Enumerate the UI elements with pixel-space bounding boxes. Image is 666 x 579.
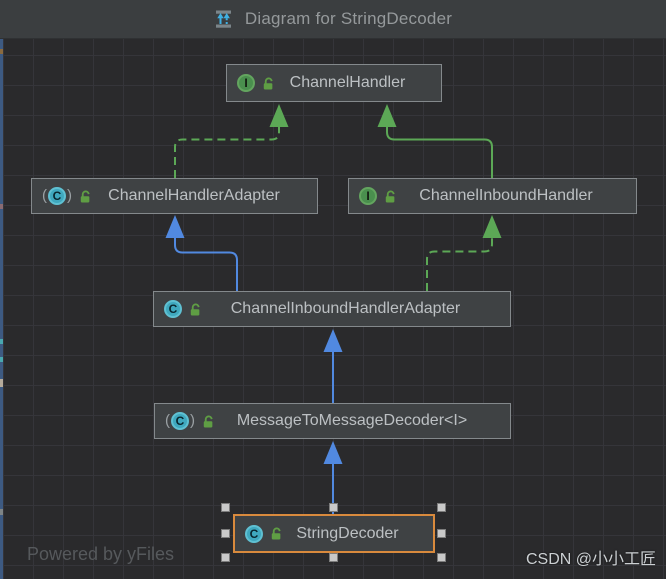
node-icon-group: ( C ) xyxy=(42,187,93,205)
interface-icon: I xyxy=(237,74,255,92)
unlocked-padlock-icon xyxy=(80,190,90,202)
abstract-paren: ( xyxy=(42,187,47,204)
node-icon-group: C xyxy=(164,300,203,318)
selection-handle-bottom-center[interactable] xyxy=(329,553,338,562)
node-label: MessageToMessageDecoder<I> xyxy=(236,412,468,429)
node-label: ChannelHandlerAdapter xyxy=(108,187,280,204)
selection-handle-bottom-left[interactable] xyxy=(221,553,230,562)
left-marker-stripe xyxy=(0,39,3,579)
class-icon-letter: C xyxy=(245,524,263,543)
edge-line xyxy=(174,127,280,178)
selection-handle-top-center[interactable] xyxy=(329,503,338,512)
abstract-class-icon: ( C ) xyxy=(165,412,195,430)
edge-line xyxy=(426,238,493,291)
stripe-mark xyxy=(0,339,3,344)
unlocked-padlock-icon xyxy=(190,303,200,315)
node-label: StringDecoder xyxy=(296,524,399,542)
stripe-mark xyxy=(0,204,3,209)
selection-handle-mid-left[interactable] xyxy=(221,529,230,538)
window-title: Diagram for StringDecoder xyxy=(244,9,453,28)
node-label: ChannelInboundHandlerAdapter xyxy=(230,300,461,317)
unlocked-padlock-icon xyxy=(385,190,395,202)
selection-handle-mid-right[interactable] xyxy=(437,529,446,538)
node-channelinboundhandler[interactable]: I ChannelInboundHandler xyxy=(348,178,637,214)
node-icon-group: C xyxy=(245,524,284,543)
node-channelhandleradapter[interactable]: ( C ) ChannelHandlerAdapter xyxy=(31,178,318,214)
stripe-mark xyxy=(0,357,3,362)
node-stringdecoder[interactable]: C StringDecoder xyxy=(233,514,435,553)
interface-icon-letter: I xyxy=(359,187,377,205)
interface-icon-letter: I xyxy=(237,74,255,92)
csdn-watermark: CSDN @小小工匠 xyxy=(525,551,656,568)
node-messagetomessagedecoder[interactable]: ( C ) MessageToMessageDecoder<I> xyxy=(154,403,511,439)
node-icon-group: I xyxy=(237,74,276,92)
interface-icon: I xyxy=(359,187,377,205)
class-icon: C xyxy=(164,300,182,318)
edge-line xyxy=(174,238,238,291)
selection-handle-top-right[interactable] xyxy=(437,503,446,512)
diagram-window-titlebar: Diagram for StringDecoder xyxy=(0,0,666,39)
node-channelhandler[interactable]: I ChannelHandler xyxy=(226,64,442,102)
stripe-mark xyxy=(0,49,3,54)
unlocked-padlock-icon xyxy=(263,77,273,89)
edge-line xyxy=(386,127,493,178)
class-icon-letter: C xyxy=(171,412,189,430)
abstract-paren: ) xyxy=(190,412,195,429)
selection-handle-top-left[interactable] xyxy=(221,503,230,512)
unlocked-padlock-icon xyxy=(203,415,213,427)
class-icon: C xyxy=(245,524,263,543)
unlocked-padlock-icon xyxy=(271,527,281,540)
node-channelinboundhandleradapter[interactable]: C ChannelInboundHandlerAdapter xyxy=(153,291,511,327)
stripe-mark xyxy=(0,509,3,515)
class-icon-letter: C xyxy=(164,300,182,318)
node-label: ChannelInboundHandler xyxy=(419,187,593,204)
selection-handle-bottom-right[interactable] xyxy=(437,553,446,562)
node-label: ChannelHandler xyxy=(289,74,406,91)
powered-by-yfiles-label: Powered by yFiles xyxy=(27,544,175,564)
node-icon-group: I xyxy=(359,187,398,205)
diagram-hierarchy-icon xyxy=(215,10,231,28)
stripe-mark xyxy=(0,379,3,387)
abstract-paren: ( xyxy=(165,412,170,429)
node-icon-group: ( C ) xyxy=(165,412,216,430)
abstract-class-icon: ( C ) xyxy=(42,187,72,205)
abstract-paren: ) xyxy=(67,187,72,204)
class-icon-letter: C xyxy=(48,187,66,205)
